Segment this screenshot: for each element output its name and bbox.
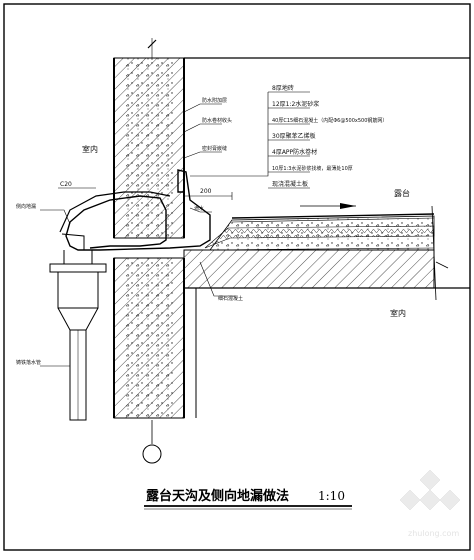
drawing-title: 露台天沟及侧向地漏做法	[146, 488, 289, 504]
note-wall-3: 密封膏嵌缝	[202, 145, 227, 152]
layer-callout-5: 4厚APP防水卷材	[272, 148, 317, 156]
watermark-text: zhulong.com	[408, 529, 459, 538]
note-left-bottom: 铸铁落水管	[16, 359, 41, 366]
drain-mark: C20	[60, 181, 72, 188]
note-drip: 滴水	[194, 205, 204, 212]
layer-callout-7: 现浇混凝土板	[272, 180, 308, 188]
note-wall-2: 防水卷材收头	[202, 117, 232, 124]
floor-layers	[204, 205, 449, 301]
lower-wall	[113, 257, 185, 419]
room-label-interior-upper: 室内	[82, 144, 98, 154]
note-lower: 细石混凝土	[218, 295, 243, 302]
room-label-terrace: 露台	[394, 188, 410, 198]
leader-lines	[40, 91, 310, 367]
layer-callout-1: 8厚地砖	[272, 84, 294, 92]
watermark-logo: zhulong.com	[399, 469, 461, 538]
layer-callout-4: 30厚聚苯乙烯板	[272, 132, 316, 140]
layer-callout-2: 12厚1:2水泥砂浆	[272, 100, 319, 108]
frame-border	[3, 3, 471, 551]
layer-callout-3: 40厚C15细石混凝土（内配Φ6@500x500钢筋网）	[272, 117, 387, 124]
room-label-interior-lower: 室内	[390, 308, 406, 318]
dimension-200: 200	[183, 188, 233, 200]
dim-200-text: 200	[200, 188, 212, 195]
note-wall-1: 防水附加层	[202, 97, 227, 104]
upper-wall	[113, 57, 185, 239]
axis-bubble	[142, 444, 162, 464]
gutter-drain	[59, 169, 211, 251]
terrace-slab	[183, 249, 435, 289]
layer-callout-6: 10厚1:3水泥砂浆找坡，最薄处10厚	[272, 165, 353, 172]
drawing-scale: 1:10	[318, 489, 345, 503]
downpipe	[49, 250, 107, 421]
note-left-top: 侧向地漏	[16, 203, 36, 210]
